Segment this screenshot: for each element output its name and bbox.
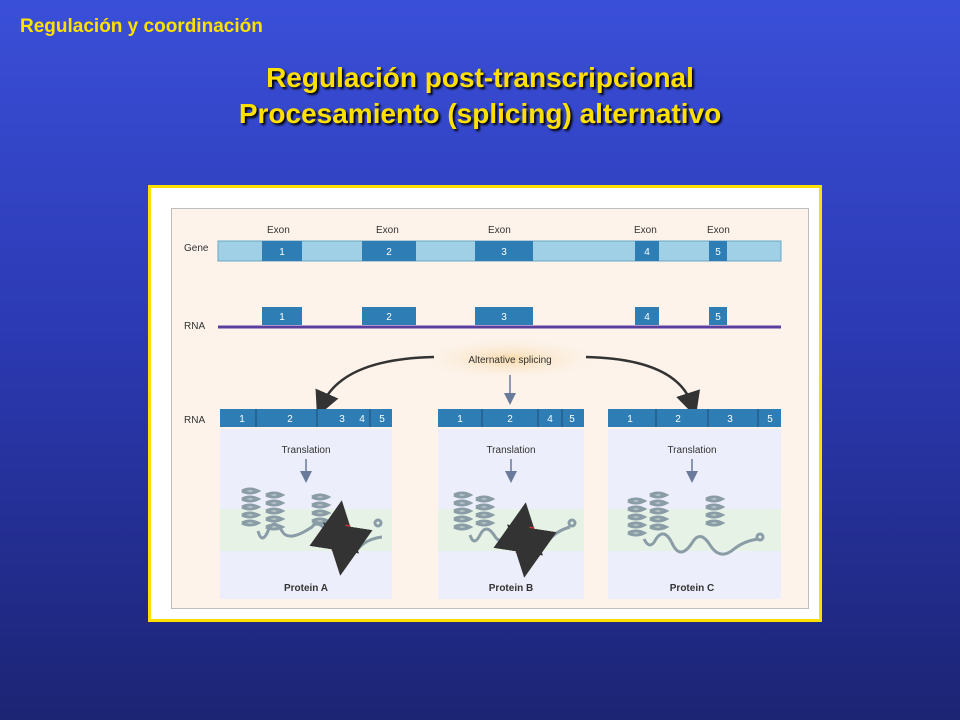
exon-header-1: Exon	[267, 225, 290, 236]
protein-b-beta-strand-2	[507, 524, 557, 578]
gene-exon-num-1: 1	[279, 247, 285, 258]
protein-c-tail	[755, 532, 765, 542]
rna-exon-3	[475, 307, 533, 325]
rna-row-label-top: RNA	[184, 321, 205, 332]
rna-exon-5	[709, 307, 727, 325]
mrna-b-exon-3: 4	[547, 414, 553, 425]
mrna-b-exon-1: 1	[457, 414, 463, 425]
mrna-a-exon-4: 4	[359, 414, 365, 425]
translation-label-a: Translation	[281, 445, 330, 456]
exon-header-3: Exon	[488, 225, 511, 236]
title-line-2: Procesamiento (splicing) alternativo	[238, 98, 722, 129]
translation-label-b: Translation	[486, 445, 535, 456]
splicing-arrow-left	[315, 355, 435, 417]
gene-exon-5	[709, 241, 727, 261]
gene-exon-num-3: 3	[501, 247, 507, 258]
mrna-b-exon-2: 2	[507, 414, 513, 425]
rna-row-label-bottom: RNA	[184, 415, 205, 426]
protein-c-helix-3	[705, 495, 726, 527]
protein-a-helix-2	[265, 491, 286, 531]
protein-b-label: Protein B	[489, 583, 533, 594]
protein-c-helix-1	[627, 497, 648, 537]
isoform-panel-a: 1 2 3 4 5 Translation Protein A	[220, 409, 392, 599]
mrna-c-exon-3: 3	[727, 414, 733, 425]
protein-b-helix-2	[475, 495, 496, 527]
rna-exon-1	[262, 307, 302, 325]
rna-exon-num-4: 4	[644, 312, 650, 323]
protein-a-label: Protein A	[284, 583, 328, 594]
translation-label-c: Translation	[667, 445, 716, 456]
protein-c-loop	[642, 532, 759, 556]
mrna-a-bar	[220, 409, 392, 427]
section-label: Regulación y coordinación	[20, 16, 263, 37]
splicing-diagram: Exon Exon Exon Exon Exon Gene 1 2 3 4 5	[171, 208, 809, 609]
mrna-b-exon-4: 5	[569, 414, 575, 425]
mrna-a-exon-3: 3	[339, 414, 345, 425]
mrna-b-bar	[438, 409, 584, 427]
protein-c-label: Protein C	[670, 583, 714, 594]
gene-exon-num-2: 2	[386, 247, 392, 258]
protein-c-structure	[627, 491, 765, 556]
splicing-arrow-right	[585, 355, 700, 417]
mrna-c-bar	[608, 409, 781, 427]
protein-b-helix-1	[453, 491, 474, 531]
gene-exon-3	[475, 241, 533, 261]
mrna-a-exon-5: 5	[379, 414, 385, 425]
slide-title: Regulación post-transcripcional Procesam…	[0, 60, 960, 132]
gene-exons: 1 2 3 4 5	[262, 241, 727, 261]
gene-exon-4	[635, 241, 659, 261]
rna-exon-num-2: 2	[386, 312, 392, 323]
title-line-1: Regulación post-transcripcional	[266, 62, 694, 93]
exon-header-5: Exon	[707, 225, 730, 236]
protein-b-tail	[567, 518, 577, 528]
gene-exon-2	[362, 241, 416, 261]
exon-headers: Exon Exon Exon Exon Exon	[267, 225, 730, 236]
gene-exon-num-4: 4	[644, 247, 650, 258]
protein-a-beta-strand-2	[323, 522, 373, 576]
figure-frame: Exon Exon Exon Exon Exon Gene 1 2 3 4 5	[148, 185, 822, 622]
rna-exon-4	[635, 307, 659, 325]
rna-exon-num-3: 3	[501, 312, 507, 323]
protein-c-helix-2	[649, 491, 670, 531]
gene-exon-1	[262, 241, 302, 261]
mrna-c-exon-2: 2	[675, 414, 681, 425]
mrna-c-exon-4: 5	[767, 414, 773, 425]
exon-header-4: Exon	[634, 225, 657, 236]
mrna-c-exon-1: 1	[627, 414, 633, 425]
gene-row-label: Gene	[184, 243, 209, 254]
mrna-a-exon-2: 2	[287, 414, 293, 425]
rna-exon-2	[362, 307, 416, 325]
rna-exon-num-5: 5	[715, 312, 721, 323]
rna-exon-num-1: 1	[279, 312, 285, 323]
protein-a-helix-1	[241, 487, 262, 527]
exon-header-2: Exon	[376, 225, 399, 236]
alternative-splicing-label: Alternative splicing	[468, 355, 551, 366]
gene-exon-num-5: 5	[715, 247, 721, 258]
isoform-panel-c: 1 2 3 5 Translation Protein C	[608, 409, 781, 599]
splicing-glow	[415, 337, 605, 381]
protein-a-tail	[373, 518, 383, 528]
pre-mrna-exons: 1 2 3 4 5	[262, 307, 727, 325]
mrna-a-exon-1: 1	[239, 414, 245, 425]
isoform-panel-b: 1 2 4 5 Translation Protein B	[438, 409, 584, 599]
diagram-svg: Exon Exon Exon Exon Exon Gene 1 2 3 4 5	[184, 225, 782, 599]
